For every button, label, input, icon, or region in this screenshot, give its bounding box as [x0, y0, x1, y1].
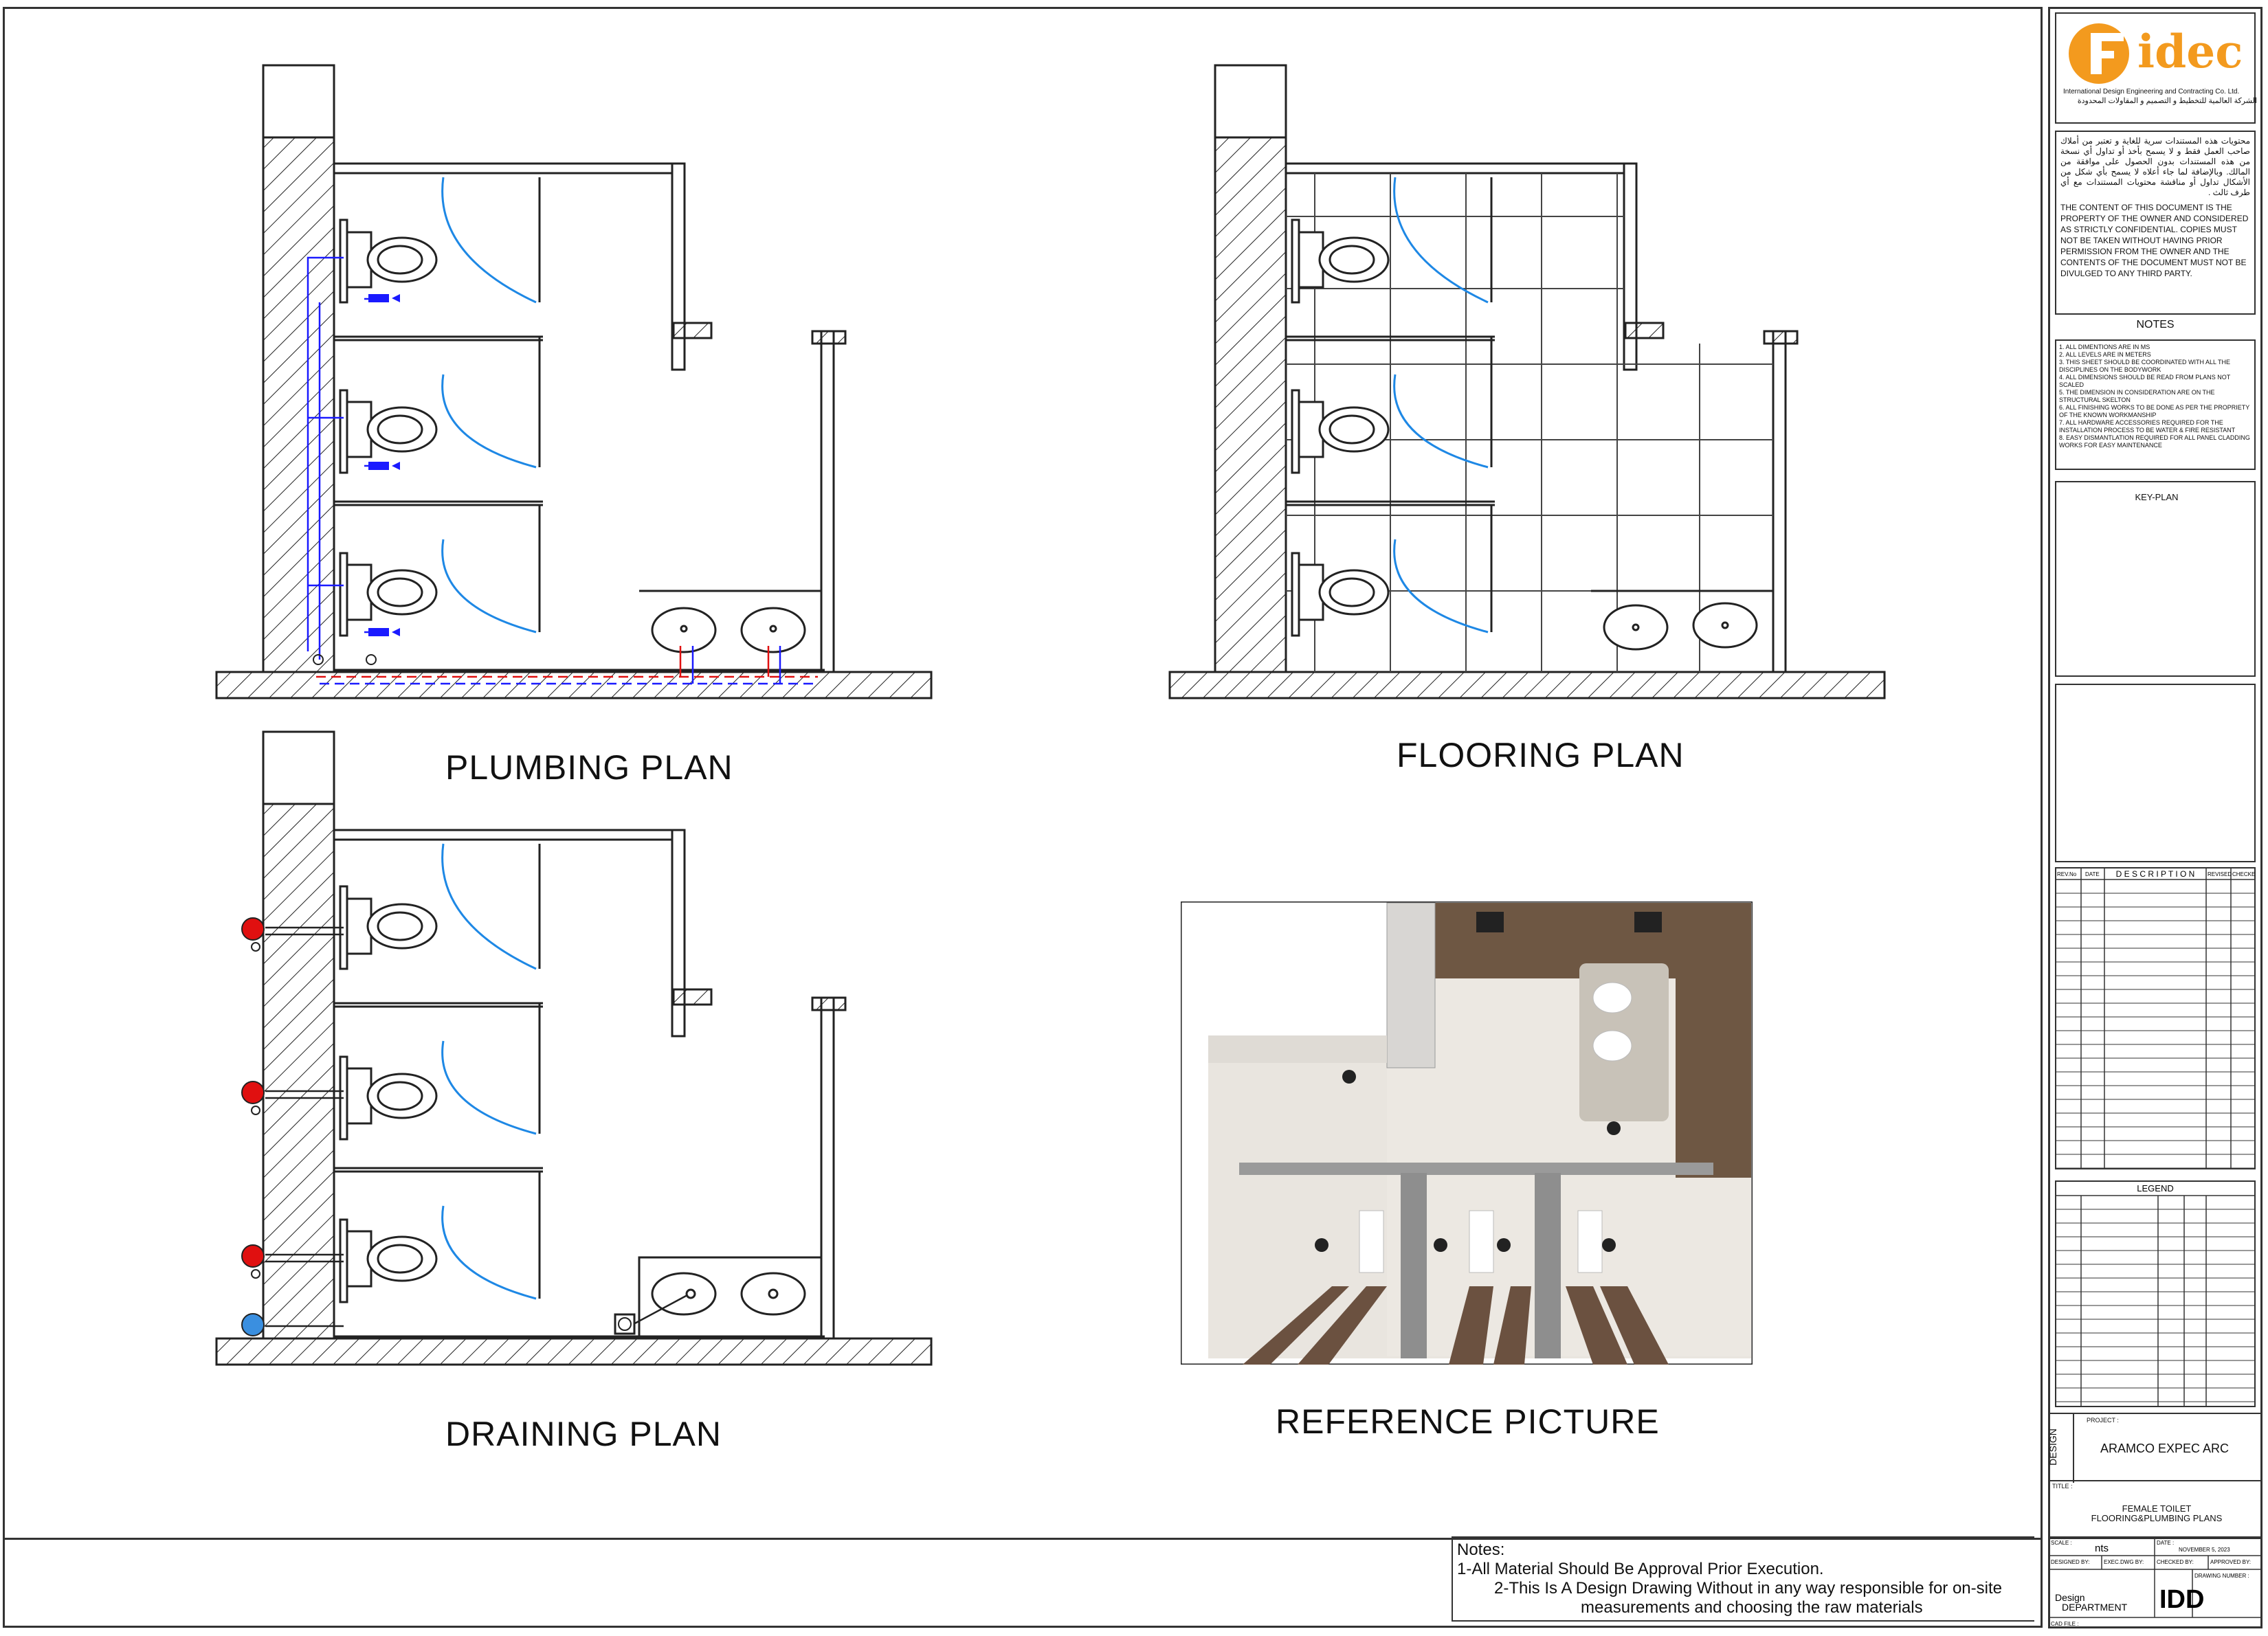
bottom-note-1: 1-All Material Should Be Approval Prior …: [1457, 1560, 1824, 1578]
drawing-number-label: DRAWING NUMBER :: [2194, 1573, 2249, 1579]
logo-arabic: الشركة العالمية للتخطيط و التصميم و المق…: [2077, 97, 2257, 105]
rev-date-header: DATE: [2085, 871, 2100, 877]
drawing-border: [3, 7, 2043, 1540]
logo-wordmark: idec: [2137, 25, 2243, 78]
date-label: DATE :: [2157, 1540, 2174, 1546]
notes-box: 1. ALL DIMENTIONS ARE IN MS 2. ALL LEVEL…: [2055, 339, 2256, 470]
key-plan-label: KEY-PLAN: [2135, 492, 2179, 502]
title-box: TITLE : FEMALE TOILET FLOORING&PLUMBING …: [2048, 1481, 2263, 1538]
notes-heading: NOTES: [2136, 319, 2175, 330]
checked-by-label: CHECKED BY:: [2157, 1559, 2194, 1565]
scale-value: nts: [2095, 1543, 2109, 1554]
rev-checked-header: CHECKED: [2232, 871, 2256, 877]
cad-file-label: CAD FILE :: [2051, 1621, 2078, 1627]
note-item: 8. EASY DISMANTLATION REQUIRED FOR ALL P…: [2059, 434, 2250, 449]
flooring-plan-title: FLOORING PLAN: [1397, 736, 1685, 774]
plumbing-plan-title: PLUMBING PLAN: [445, 748, 733, 787]
note-item: 1. ALL DIMENTIONS ARE IN MS: [2059, 344, 2150, 350]
reference-picture-title: REFERENCE PICTURE: [1276, 1402, 1660, 1441]
note-item: 5. THE DIMENSION IN CONSIDERATION ARE ON…: [2059, 389, 2215, 403]
scale-label: SCALE :: [2051, 1540, 2072, 1546]
note-item: 3. THIS SHEET SHOULD BE COORDINATED WITH…: [2059, 359, 2231, 373]
idec-logo-icon: [2069, 23, 2129, 84]
flooring-plan-drawing: [1168, 64, 1886, 699]
project-name: ARAMCO EXPEC ARC: [2100, 1442, 2230, 1455]
reference-render-image: [1181, 901, 1753, 1365]
date-value: NOVEMBER 5, 2023: [2179, 1547, 2230, 1553]
exec-dwg-by-label: EXEC.DWG BY:: [2104, 1559, 2144, 1565]
design-text: Design: [2055, 1592, 2085, 1603]
confidentiality-box: محتويات هذه المستندات سرية للغاية و تعتب…: [2055, 131, 2256, 315]
bottom-notes-heading: Notes:: [1457, 1540, 1505, 1559]
logo-box: idec International Design Engineering an…: [2055, 12, 2257, 124]
project-box: DESIGN PROJECT : ARAMCO EXPEC ARC: [2047, 1413, 2263, 1483]
key-plan-box: KEY-PLAN: [2055, 481, 2256, 677]
rev-revised-header: REVISED: [2208, 871, 2232, 877]
designed-by-label: DESIGNED BY:: [2051, 1559, 2089, 1565]
draining-plan-title: DRAINING PLAN: [445, 1415, 722, 1453]
note-item: 4. ALL DIMENSIONS SHOULD BE READ FROM PL…: [2059, 374, 2231, 388]
rev-no-header: REV.No: [2057, 871, 2077, 877]
bottom-notes-box: Notes: 1-All Material Should Be Approval…: [1452, 1536, 2034, 1622]
approved-by-label: APPROVED BY:: [2210, 1559, 2251, 1565]
plumbing-plan-drawing: [215, 64, 933, 699]
legend-table: LEGEND: [2055, 1180, 2256, 1407]
info-block: SCALE : nts DATE : NOVEMBER 5, 2023 DESI…: [2048, 1538, 2263, 1628]
bottom-note-3: measurements and choosing the raw materi…: [1581, 1598, 1923, 1617]
bottom-band-border: [3, 1536, 2043, 1628]
idd-stamp: IDD: [2159, 1585, 2204, 1614]
note-item: 7. ALL HARDWARE ACCESSORIES REQUIRED FOR…: [2059, 419, 2236, 434]
drawing-title-line1: FEMALE TOILET: [2122, 1503, 2192, 1514]
title-label: TITLE :: [2052, 1483, 2073, 1490]
revision-table: REV.No DATE D E S C R I P T I O N REVISE…: [2055, 867, 2256, 1169]
design-side-label: DESIGN: [2047, 1428, 2058, 1466]
note-item: 2. ALL LEVELS ARE IN METERS: [2059, 351, 2151, 358]
rev-description-header: D E S C R I P T I O N: [2116, 869, 2195, 879]
bottom-note-2: 2-This Is A Design Drawing Without in an…: [1494, 1579, 2002, 1598]
blank-box: [2055, 684, 2256, 862]
note-item: 6. ALL FINISHING WORKS TO BE DONE AS PER…: [2059, 404, 2250, 418]
project-label: PROJECT :: [2087, 1417, 2119, 1424]
confidential-arabic: محتويات هذه المستندات سرية للغاية و تعتب…: [2060, 136, 2250, 197]
drawing-title-line2: FLOORING&PLUMBING PLANS: [2091, 1513, 2223, 1523]
confidential-english: THE CONTENT OF THIS DOCUMENT IS THE PROP…: [2060, 203, 2249, 278]
draining-plan-drawing: [215, 730, 933, 1366]
logo-subtitle: International Design Engineering and Con…: [2063, 88, 2240, 96]
legend-header: LEGEND: [2137, 1183, 2173, 1194]
department-text: DEPARTMENT: [2062, 1602, 2128, 1613]
